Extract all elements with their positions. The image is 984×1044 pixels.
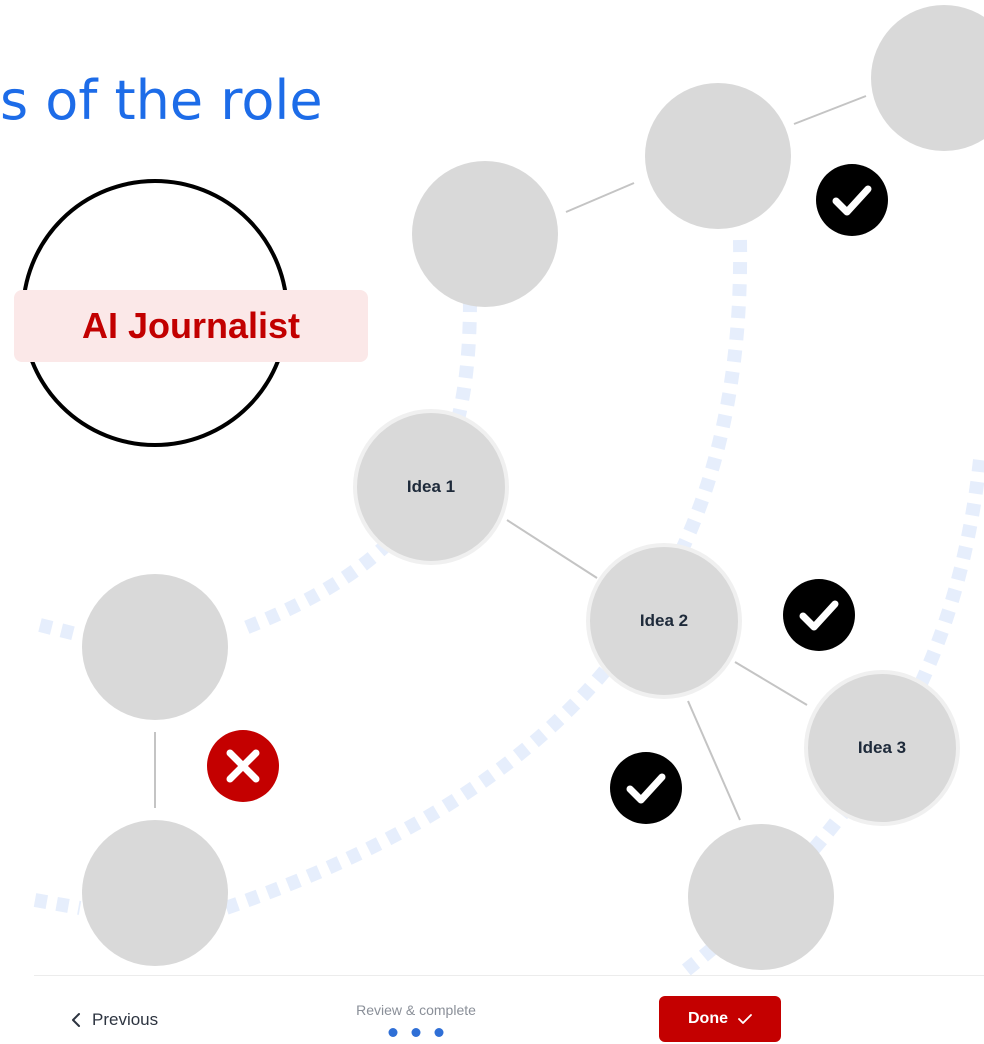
connectors <box>154 95 867 821</box>
check-icon <box>783 579 855 651</box>
step-dot[interactable] <box>388 1028 398 1037</box>
done-button[interactable]: Done <box>659 996 781 1042</box>
role-label: AI Journalist <box>14 290 368 362</box>
connector <box>793 95 867 125</box>
nodes <box>82 5 984 970</box>
page-title: s of the role <box>0 69 323 132</box>
node-circle[interactable] <box>688 824 834 970</box>
node-circle[interactable] <box>645 83 791 229</box>
step-dot[interactable] <box>434 1028 444 1037</box>
check-icon <box>816 164 888 236</box>
step-indicator <box>388 1028 444 1037</box>
chevron-left-icon <box>72 1013 80 1027</box>
connector <box>734 661 808 706</box>
idea-2-node[interactable] <box>586 543 742 699</box>
node-circle[interactable] <box>871 5 984 151</box>
node-circle[interactable] <box>82 820 228 966</box>
guide-arc-bottom-left <box>33 893 82 915</box>
footer-divider <box>34 975 984 976</box>
node-circle[interactable] <box>412 161 558 307</box>
close-icon <box>207 730 279 802</box>
check-icon <box>610 752 682 824</box>
guide-arc-middle <box>217 239 748 917</box>
idea-1-node[interactable] <box>353 409 509 565</box>
idea-3-node[interactable] <box>804 670 960 826</box>
idea-1-label: Idea 1 <box>406 477 456 496</box>
previous-label: Previous <box>92 1010 159 1029</box>
node-circle[interactable] <box>82 574 228 720</box>
guide-arc-left <box>38 618 82 642</box>
connector <box>565 182 635 213</box>
previous-button[interactable]: Previous <box>70 1008 158 1032</box>
step-label: Review & complete <box>356 1002 476 1018</box>
check-icon <box>738 1014 752 1024</box>
idea-3-label: Idea 3 <box>857 738 907 757</box>
step-dot[interactable] <box>411 1028 421 1037</box>
connector <box>687 700 741 821</box>
connector <box>506 519 598 579</box>
done-label: Done <box>688 1010 728 1027</box>
idea-2-label: Idea 2 <box>639 611 689 630</box>
